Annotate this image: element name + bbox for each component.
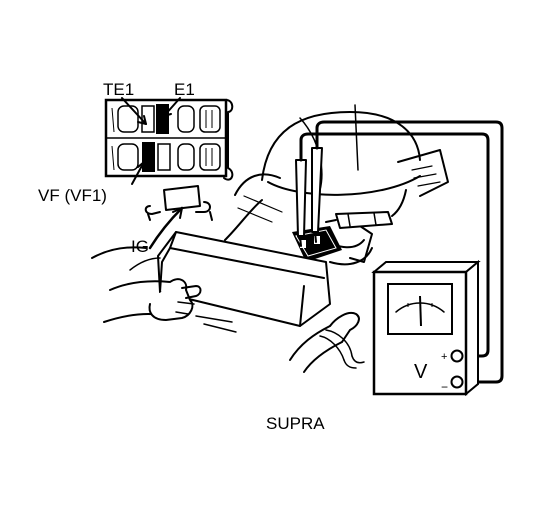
label-te1: TE1 [103,80,134,99]
label-vf: VF (VF1) [38,186,107,205]
engine-illustration [224,104,449,266]
meter-symbol: V [414,361,428,383]
meter-minus-sign: − [441,380,448,394]
terminal-e1 [156,104,169,134]
meter-plus-terminal [450,349,464,363]
meter-plus-sign: + [441,351,447,363]
voltmeter: V + − [371,259,481,397]
ig-connector [144,185,213,250]
label-e1: E1 [174,80,195,99]
meter-needle [419,295,422,327]
test-probes [295,147,407,247]
caption-supra: SUPRA [266,414,325,433]
meter-minus-terminal [450,375,464,389]
label-ig: IG [131,237,149,256]
label-leaders [121,97,181,185]
check-connector-inset [104,98,234,181]
terminal-vf [142,142,155,172]
test-leads [299,120,504,384]
battery-and-hands [91,231,365,373]
